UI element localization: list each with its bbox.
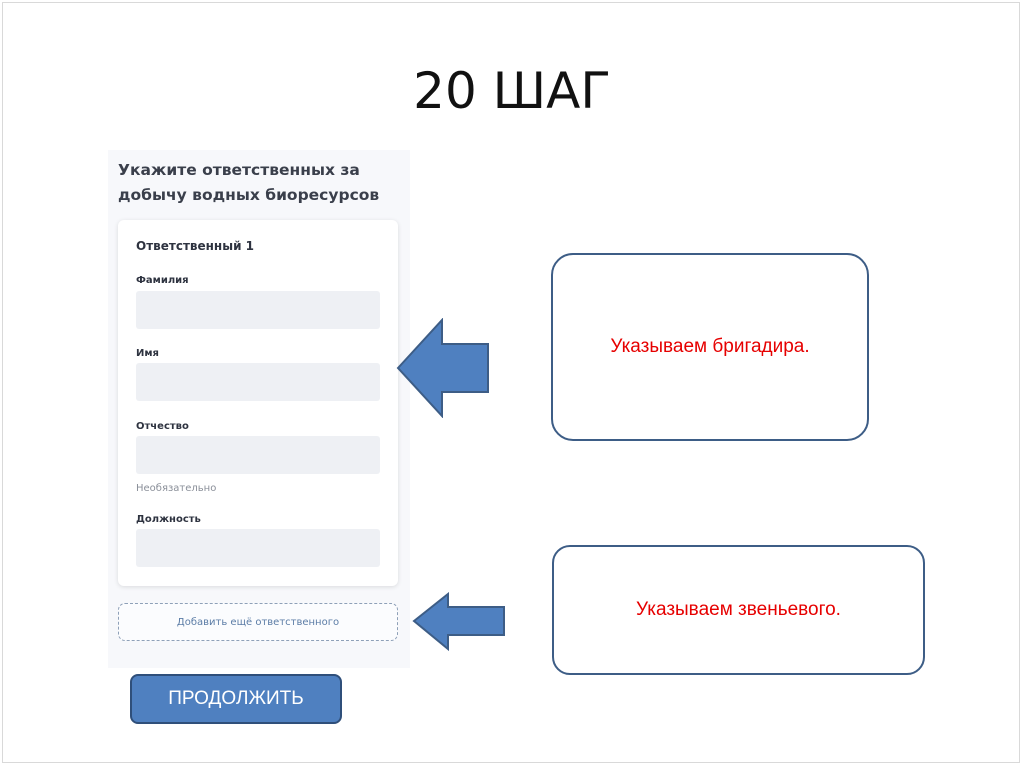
arrow-left-icon: [396, 318, 489, 418]
patronymic-label: Отчество: [136, 421, 189, 432]
name-label: Имя: [136, 348, 159, 359]
position-label: Должность: [136, 514, 201, 525]
callout-team-leader: Указываем звеньевого.: [552, 545, 925, 675]
name-field[interactable]: [136, 363, 380, 401]
surname-label: Фамилия: [136, 275, 189, 286]
form-screenshot: Укажите ответственных за добычу водных б…: [108, 150, 410, 668]
add-responsible-button[interactable]: Добавить ещё ответственного: [118, 603, 398, 641]
slide-title: 20 ШАГ: [413, 62, 611, 120]
position-field[interactable]: [136, 529, 380, 567]
patronymic-hint: Необязательно: [136, 483, 217, 494]
card-title: Ответственный 1: [136, 239, 255, 253]
callout-team-leader-text: Указываем звеньевого.: [636, 599, 841, 620]
continue-button[interactable]: ПРОДОЛЖИТЬ: [130, 674, 342, 724]
arrow-left-icon: [412, 592, 505, 652]
callout-foreman-text: Указываем бригадира.: [610, 336, 810, 357]
surname-field[interactable]: [136, 291, 380, 329]
patronymic-field[interactable]: [136, 436, 380, 474]
responsible-card: Ответственный 1 Фамилия Имя Отчество Нео…: [118, 220, 398, 586]
callout-foreman: Указываем бригадира.: [551, 253, 869, 441]
form-heading: Укажите ответственных за добычу водных б…: [118, 161, 380, 204]
